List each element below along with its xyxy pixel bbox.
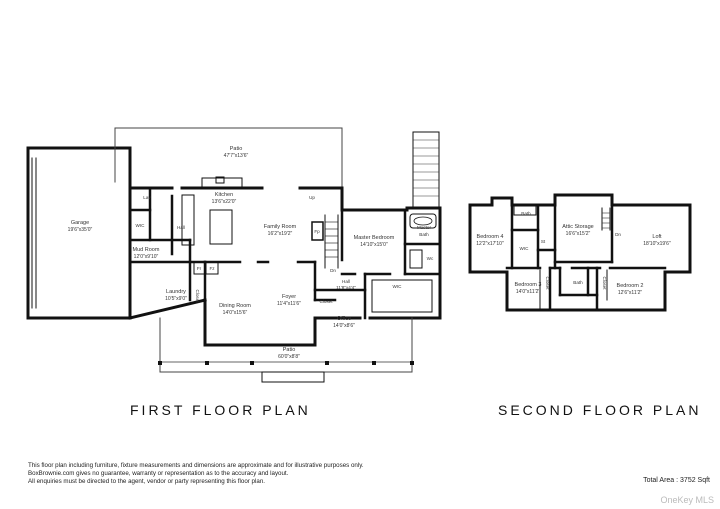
wc-label: Wc <box>427 256 434 261</box>
fr-label: Fr <box>197 266 202 271</box>
dn-label: Dn <box>330 268 336 273</box>
closet-laundry-label: Closet <box>195 289 200 303</box>
office-label: Office <box>337 316 351 322</box>
loft-label: Loft <box>652 234 662 240</box>
hall-office-dims: 11'8"x4'4" <box>336 285 356 290</box>
dn-upper-label: Dn <box>615 232 621 237</box>
wic-mud-label: WIC <box>136 223 146 228</box>
master-bath-label-2: Bath <box>419 232 429 237</box>
bedroom2-label: Bedroom 2 <box>617 283 644 289</box>
garage-dims: 19'6"x35'0" <box>68 227 93 233</box>
fp-label: Fp <box>314 229 320 234</box>
hall-kitchen-label: Hall <box>177 225 185 230</box>
bath-mid-label: Bath <box>573 280 583 285</box>
patio-top-dims: 47'7"x13'6" <box>224 153 249 159</box>
closet-b3-label: Closet <box>545 276 550 290</box>
watermark: OneKey MLS <box>660 495 714 505</box>
patio-columns <box>158 361 414 365</box>
up-label: Up <box>309 195 315 200</box>
second-floor-labels: Bath Bedroom 4 12'2"x17'10" St WIC Attic… <box>476 211 671 296</box>
master-bedroom-dims: 14'10"x15'0" <box>360 242 388 248</box>
closet-office-label: Closet <box>319 299 333 304</box>
patio-top-label: Patio <box>230 146 243 152</box>
laundry-label: Laundry <box>166 289 186 295</box>
garage-label: Garage <box>71 220 89 226</box>
closet-b2-label: Closet <box>602 276 607 290</box>
second-floor-title: SECOND FLOOR PLAN <box>498 402 702 418</box>
lav-label: Lav <box>143 195 151 200</box>
deck-stair-treads <box>413 139 439 197</box>
master-bedroom-label: Master Bedroom <box>354 235 395 241</box>
first-floor-labels: Patio 47'7"x13'6" Garage 19'6"x35'0" Lav… <box>68 146 434 360</box>
wic-upper-label: WIC <box>520 246 530 251</box>
attic-storage-label: Attic Storage <box>562 224 594 230</box>
family-room-dims: 16'2"x19'2" <box>268 231 293 237</box>
kitchen-label: Kitchen <box>215 192 233 198</box>
office-dims: 14'0"x8'6" <box>333 323 355 329</box>
loft-dims: 18'10"x19'6" <box>643 241 671 247</box>
st-label: St <box>541 239 546 244</box>
hall-office-label: Hall <box>342 279 350 284</box>
upper-stair-treads <box>602 212 610 229</box>
bedroom4-label: Bedroom 4 <box>477 234 504 240</box>
mud-room-dims: 12'0"x9'10" <box>134 254 159 260</box>
family-room-label: Family Room <box>264 224 297 230</box>
bedroom3-label: Bedroom 3 <box>515 282 542 288</box>
fz-label: Fz <box>209 266 215 271</box>
patio-bottom-label: Patio <box>283 347 296 353</box>
first-floor-title: FIRST FLOOR PLAN <box>130 402 311 418</box>
dining-room-dims: 14'0"x15'6" <box>223 310 248 316</box>
disclaimer: This floor plan including furniture, fix… <box>28 462 388 486</box>
bath-top-label: Bath <box>521 211 531 216</box>
wic-master-label: WIC <box>393 284 403 289</box>
first-floor-walls <box>26 127 442 383</box>
second-floor-walls <box>468 193 692 312</box>
foyer-dims: 11'4"x11'6" <box>277 301 301 307</box>
total-area: Total Area : 3752 Sqft <box>643 477 710 484</box>
disclaimer-line: All enquiries must be directed to the ag… <box>28 478 265 485</box>
disclaimer-line: BoxBrownie.com gives no guarantee, warra… <box>28 470 289 477</box>
bedroom3-dims: 14'0"x11'2" <box>516 289 540 295</box>
bedroom2-dims: 12'6"x11'2" <box>618 290 642 296</box>
patio-bottom-dims: 60'0"x8'8" <box>278 354 300 360</box>
mud-room-label: Mud Room <box>133 247 160 253</box>
master-bath-label: Master <box>417 225 432 230</box>
dining-room-label: Dining Room <box>219 303 251 309</box>
foyer-label: Foyer <box>282 294 296 300</box>
attic-storage-dims: 16'6"x15'2" <box>566 231 591 237</box>
bedroom4-dims: 12'2"x17'10" <box>476 241 504 247</box>
disclaimer-line: This floor plan including furniture, fix… <box>28 462 364 469</box>
kitchen-dims: 13'6"x22'0" <box>212 199 237 205</box>
laundry-dims: 10'5"x9'0" <box>165 296 187 302</box>
